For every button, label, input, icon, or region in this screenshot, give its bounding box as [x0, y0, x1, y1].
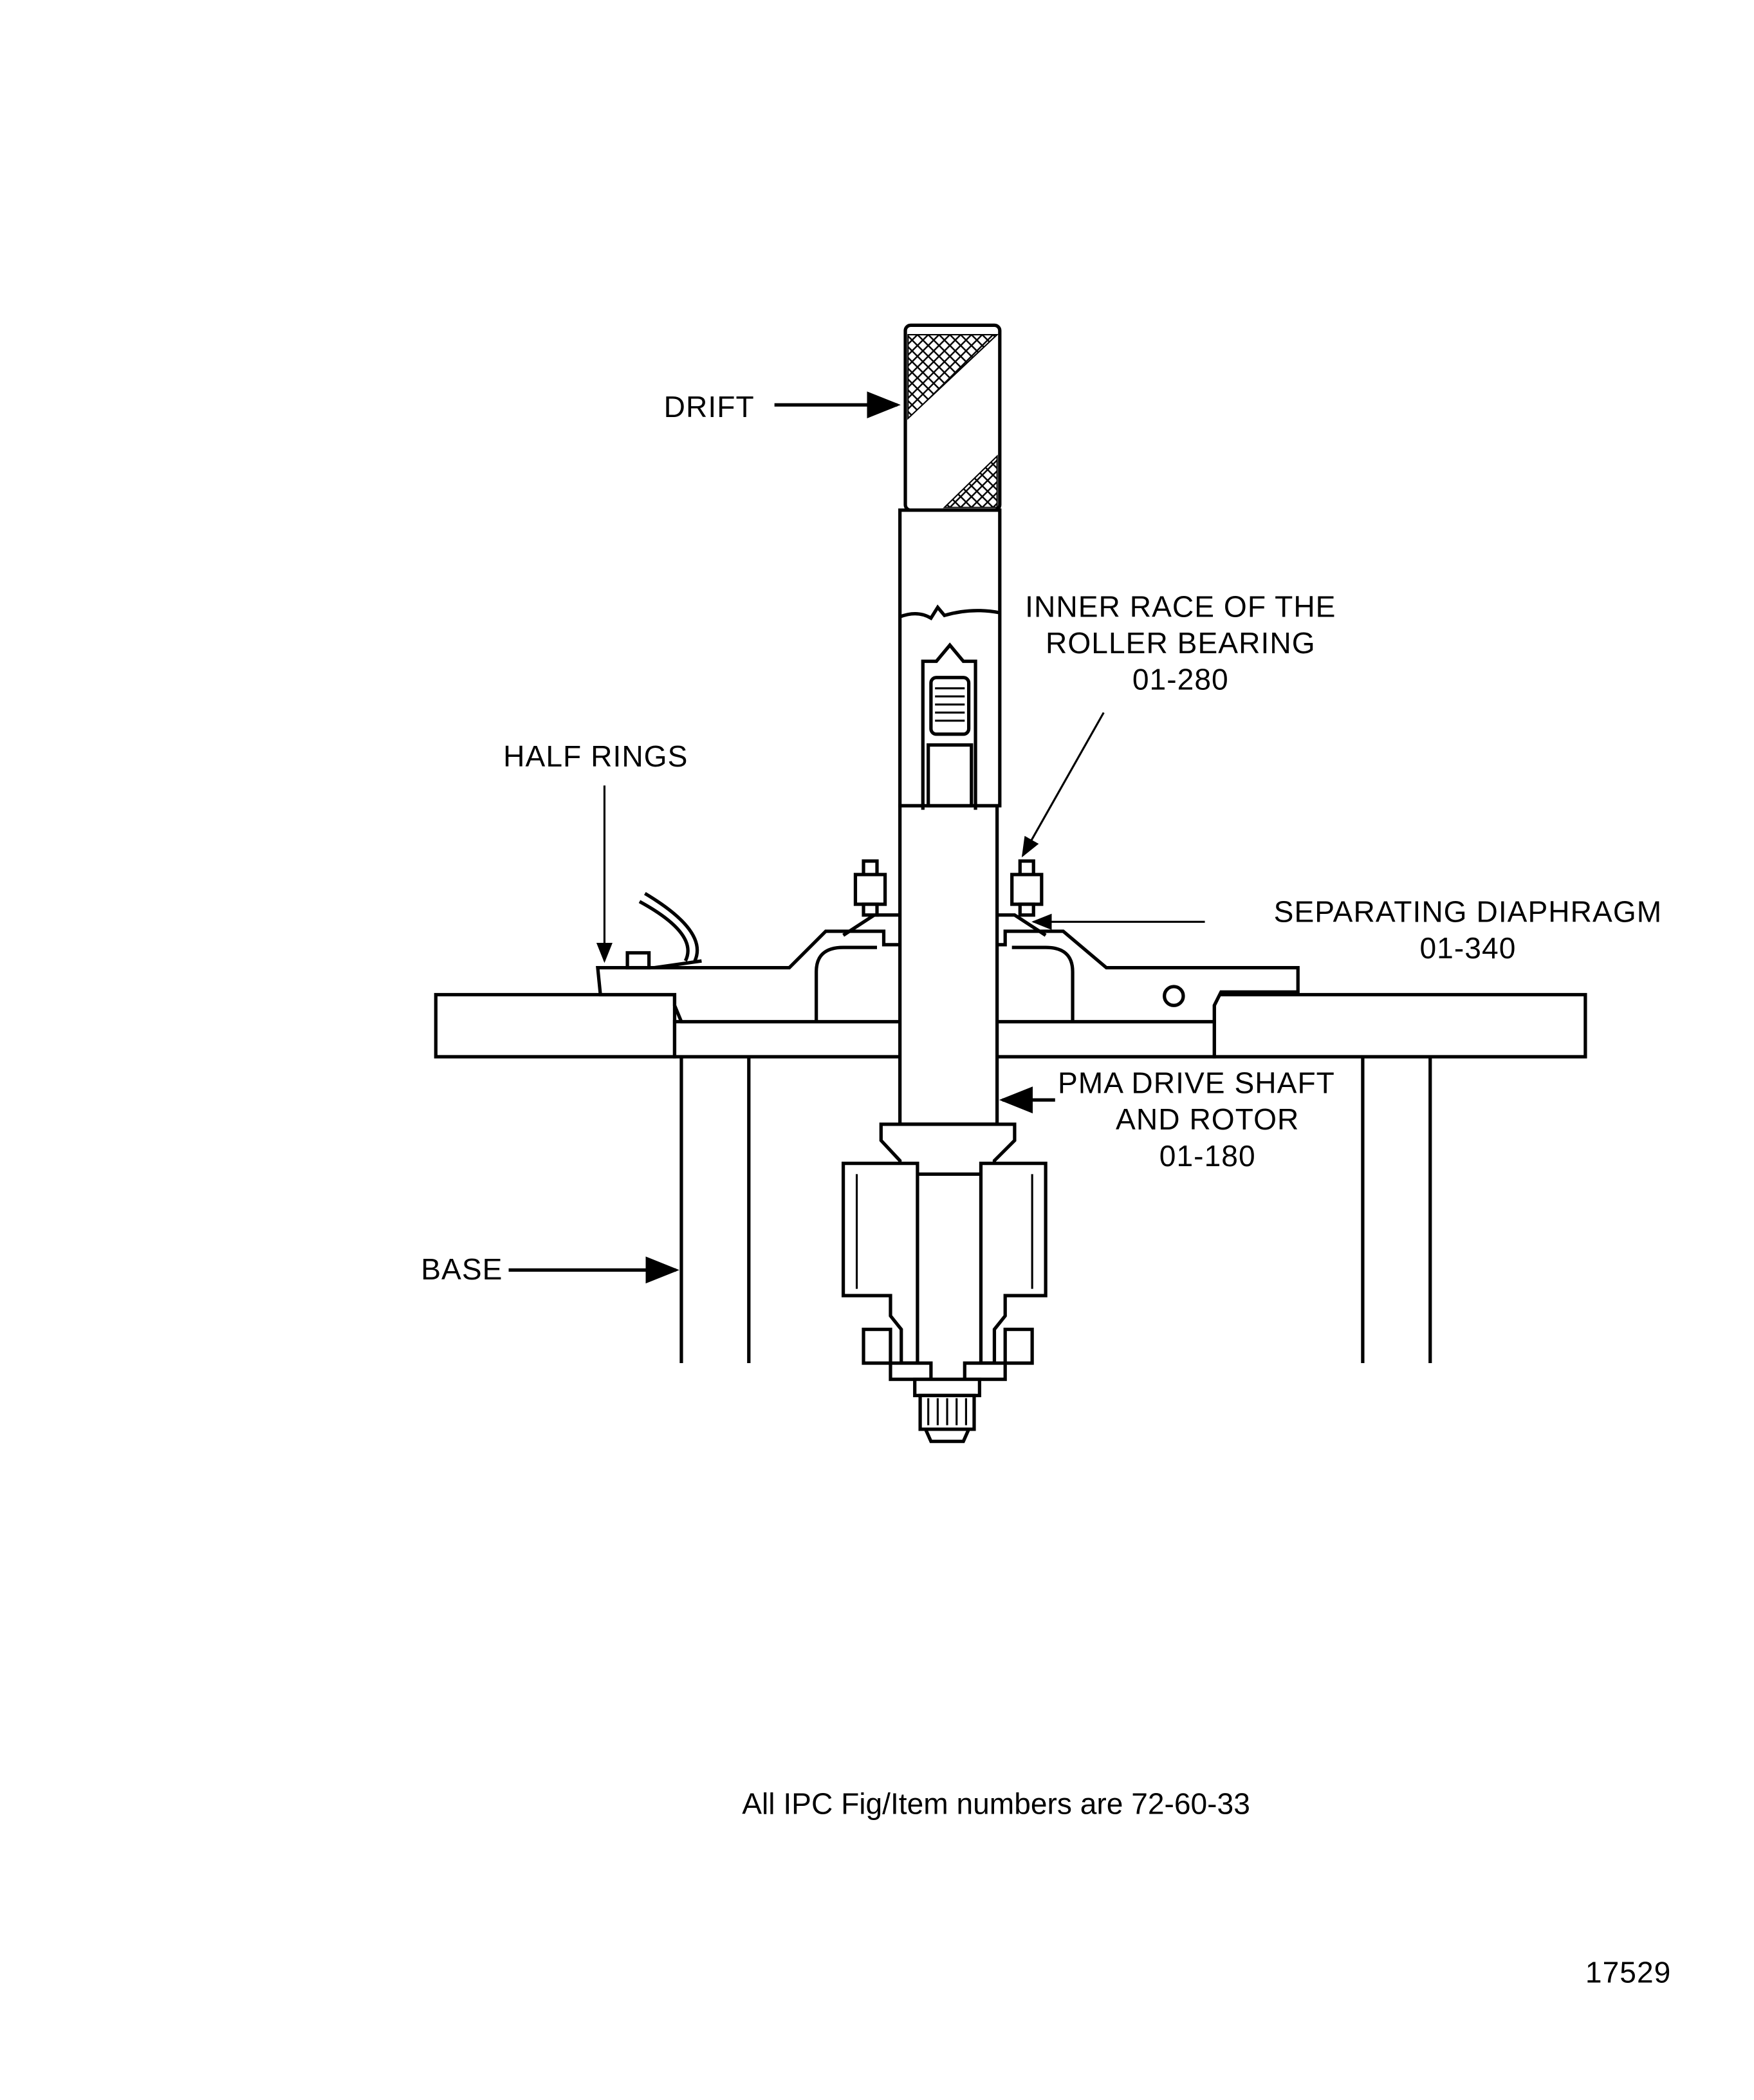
label-pma-line1: PMA DRIVE SHAFT: [1058, 1066, 1335, 1100]
label-inner-race-line1: INNER RACE OF THE: [1025, 590, 1336, 623]
separating-diaphragm: [842, 859, 1047, 937]
label-half-rings: HALF RINGS: [503, 739, 688, 773]
label-pma-item: 01-180: [1159, 1139, 1256, 1173]
drift: [898, 323, 1002, 810]
label-base: BASE: [421, 1252, 503, 1286]
label-separating-item: 01-340: [1419, 931, 1516, 965]
label-inner-race-item: 01-280: [1132, 663, 1229, 696]
label-separating-diaphragm: SEPARATING DIAPHRAGM: [1274, 895, 1663, 928]
inner-race-arrow: [1021, 712, 1105, 858]
footer-note: All IPC Fig/Item numbers are 72-60-33: [742, 1787, 1250, 1820]
label-drift: DRIFT: [664, 390, 755, 423]
label-inner-race-line2: ROLLER BEARING: [1046, 626, 1316, 660]
figure-number: 17529: [1585, 1956, 1672, 1989]
pma-drive-shaft: [879, 804, 1017, 1176]
rotor: [841, 1162, 1048, 1444]
half-rings: [625, 891, 702, 970]
label-pma-line2: AND ROTOR: [1116, 1102, 1299, 1136]
